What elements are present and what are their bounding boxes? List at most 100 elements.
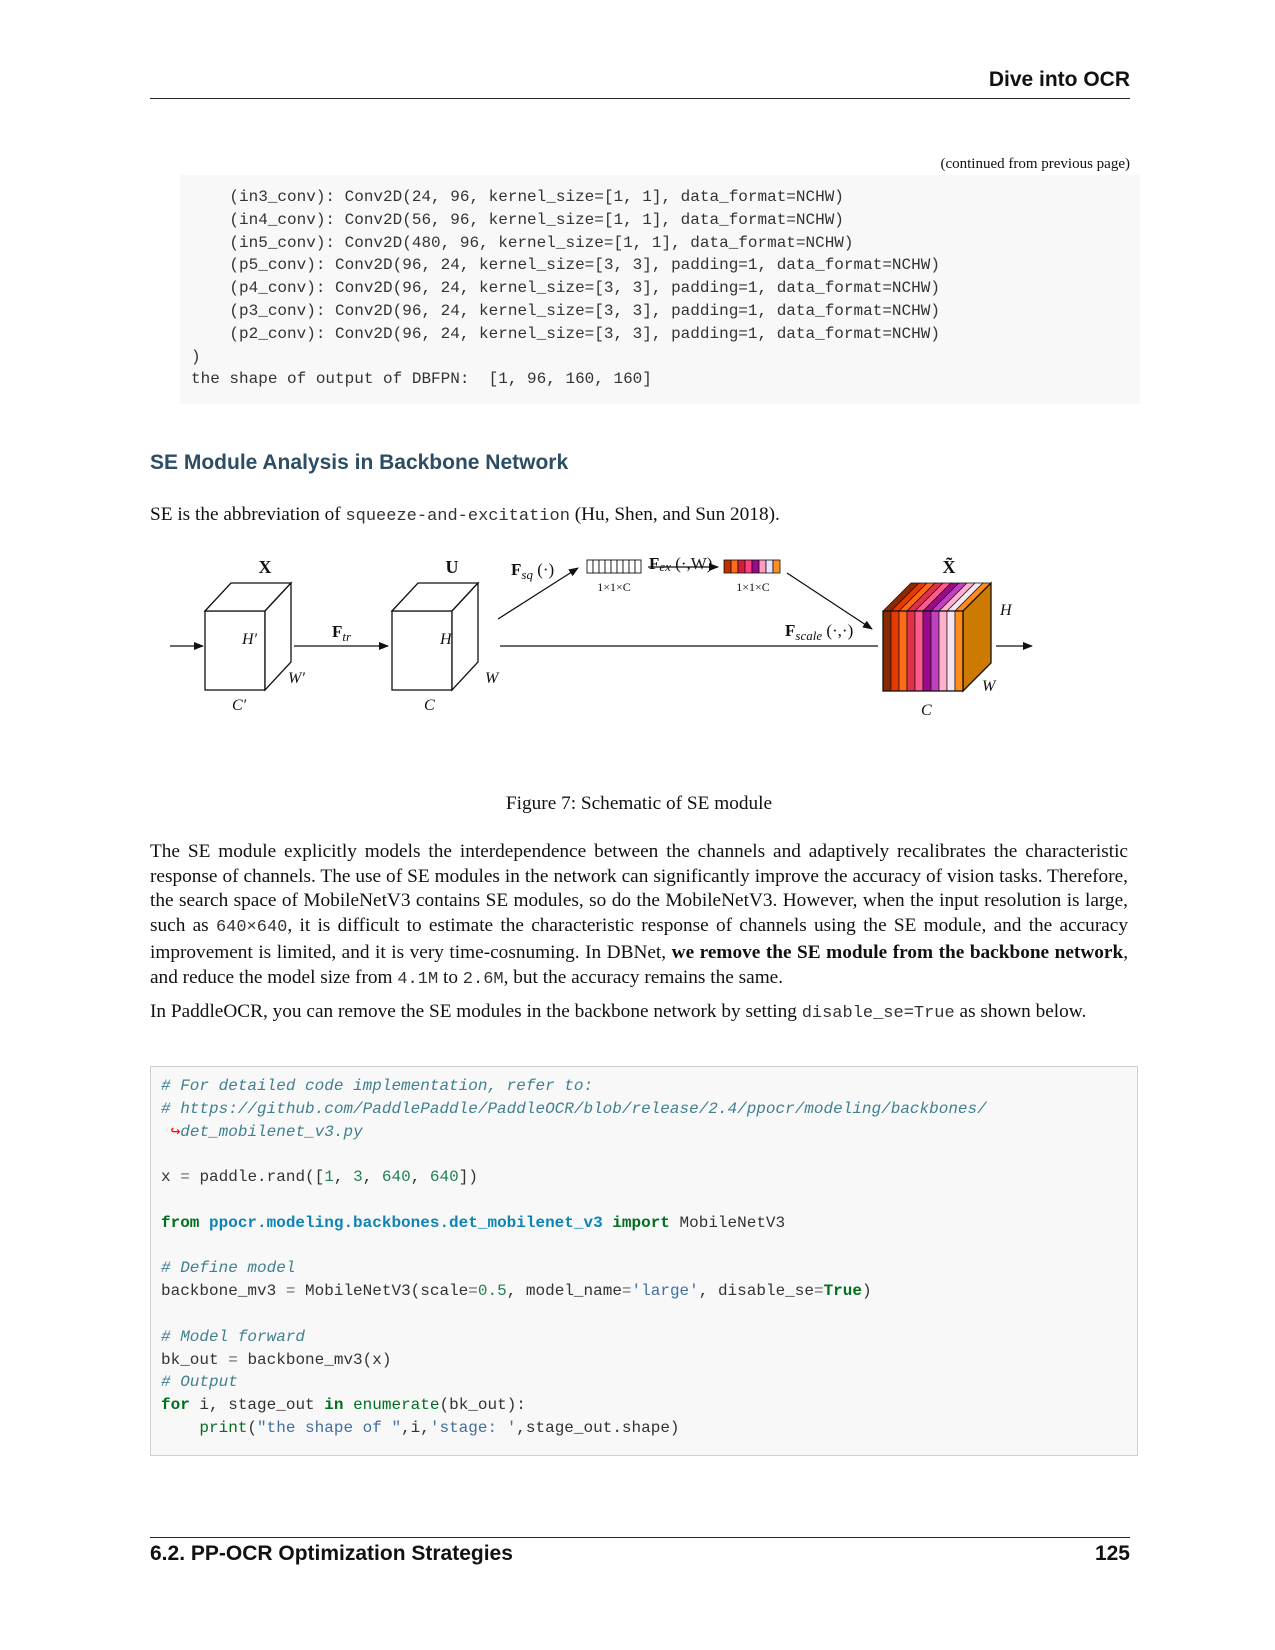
code-token: i, stage_out xyxy=(199,1396,315,1415)
squeeze-cell xyxy=(622,559,630,574)
excitation-vector xyxy=(723,559,781,574)
channel-stripe xyxy=(890,610,900,692)
emphasis: we remove the SE module from the backbon… xyxy=(671,941,1124,963)
channel-stripe xyxy=(930,610,940,692)
label-x-tilde: X̃ xyxy=(943,557,956,577)
code-block-bottom xyxy=(150,1066,1138,1456)
code-token: ) xyxy=(861,1282,872,1301)
scale-arrow xyxy=(786,572,873,630)
code-token: MobileNetV3 xyxy=(679,1213,786,1232)
label-c: C xyxy=(424,697,435,714)
label-w-out: W xyxy=(982,678,997,695)
code-comment: # For detailed code implementation, refe… xyxy=(161,1077,594,1095)
code-comment: # Model forward xyxy=(161,1327,306,1346)
squeezed-vector xyxy=(586,559,642,574)
code-token: (bk_out): xyxy=(439,1396,526,1415)
intro-paragraph: SE is the abbreviation of squeeze-and-ex… xyxy=(150,503,1128,530)
text: In PaddleOCR, you can remove the SE modu… xyxy=(150,1001,802,1022)
label-h-out: H xyxy=(999,602,1013,619)
channel-stripe xyxy=(938,610,948,692)
input-tensor-cube xyxy=(203,581,293,692)
code-token: x xyxy=(161,1168,171,1187)
squeeze-cell xyxy=(592,559,600,574)
excite-cell xyxy=(751,559,760,574)
inline-code: 4.1M xyxy=(397,969,439,989)
excite-cell xyxy=(758,559,767,574)
transformed-tensor-cube xyxy=(390,581,480,692)
code-line: (p2_conv): Conv2D(96, 24, kernel_size=[3… xyxy=(191,324,940,343)
code-block-top xyxy=(180,175,1140,404)
code-token: disable_se xyxy=(717,1282,814,1301)
text: , and reduce the model size from xyxy=(150,941,1129,988)
code-number: 640 xyxy=(381,1168,411,1187)
code-string: "the shape of " xyxy=(257,1418,402,1437)
code-comment: # Define model xyxy=(161,1259,296,1278)
label-c-out: C xyxy=(921,702,932,719)
running-title: Dive into OCR xyxy=(988,68,1130,91)
code-string: 'stage: ' xyxy=(429,1418,517,1437)
squeeze-arrow xyxy=(497,567,579,620)
code-token: ,i, xyxy=(401,1418,430,1437)
page-number: 125 xyxy=(1094,1542,1130,1565)
excite-cell xyxy=(765,559,774,574)
paddleocr-paragraph: In PaddleOCR, you can remove the SE modu… xyxy=(150,1000,1128,1027)
code-keyword: True xyxy=(823,1282,862,1301)
squeeze-cell xyxy=(628,559,636,574)
text: The SE module explicitly models the inte… xyxy=(150,841,1128,937)
footer-rule xyxy=(150,1537,1130,1538)
label-w: W xyxy=(485,670,500,687)
inline-code: 640×640 xyxy=(215,918,288,938)
squeeze-cell xyxy=(616,559,624,574)
code-token: ,stage_out.shape) xyxy=(516,1418,680,1437)
label-u: U xyxy=(446,557,459,577)
intro-text: SE is the abbreviation of xyxy=(150,504,346,525)
code-top-lines: (in3_conv): Conv2D(24, 96, kernel_size=[… xyxy=(191,186,940,391)
code-token: backbone_mv3 xyxy=(161,1282,277,1301)
label-f-sq: Fsq (·) xyxy=(511,560,554,582)
squeeze-cell xyxy=(604,559,612,574)
label-c-prime: C′ xyxy=(232,697,247,714)
code-keyword: from xyxy=(161,1213,200,1232)
code-token: backbone_mv3(x) xyxy=(247,1350,392,1369)
text: , but the accuracy remains the same. xyxy=(503,966,784,988)
code-token: MobileNetV3(scale xyxy=(305,1282,469,1301)
code-token: paddle.rand([ xyxy=(199,1168,325,1187)
code-number: 0.5 xyxy=(477,1282,507,1301)
code-operator: = xyxy=(228,1350,238,1369)
text: to xyxy=(438,966,463,988)
header-rule xyxy=(150,98,1130,99)
label-f-tr: Ftr xyxy=(332,622,352,644)
intro-citation: (Hu, Shen, and Sun 2018). xyxy=(569,504,780,525)
code-keyword: in xyxy=(324,1396,344,1415)
code-operator: = xyxy=(621,1282,632,1301)
code-operator: = xyxy=(285,1282,296,1301)
squeeze-cell xyxy=(586,559,594,574)
inline-code: squeeze-and-excitation xyxy=(345,507,570,526)
footer-section-title: 6.2. PP-OCR Optimization Strategies xyxy=(150,1542,513,1565)
code-line: (p3_conv): Conv2D(96, 24, kernel_size=[3… xyxy=(191,301,940,320)
output-tensor-cube xyxy=(882,581,992,693)
code-line: (in4_conv): Conv2D(56, 96, kernel_size=[… xyxy=(191,210,844,229)
channel-stripe xyxy=(946,610,956,692)
code-line: ) xyxy=(191,347,201,366)
code-line: (in3_conv): Conv2D(24, 96, kernel_size=[… xyxy=(191,188,844,206)
channel-stripe xyxy=(914,610,924,692)
section-heading: SE Module Analysis in Backbone Network xyxy=(150,451,569,474)
label-w-prime: W′ xyxy=(288,670,305,687)
code-token: model_name xyxy=(525,1282,622,1301)
label-h: H xyxy=(439,631,453,648)
excite-cell xyxy=(772,559,781,574)
inline-code: 2.6M xyxy=(462,969,504,989)
code-bottom-lines: # For detailed code implementation, refe… xyxy=(161,1077,987,1437)
code-number: 640 xyxy=(429,1168,459,1187)
code-line: (p4_conv): Conv2D(96, 24, kernel_size=[3… xyxy=(191,279,940,298)
label-f-scale: Fscale (·,·) xyxy=(785,621,853,643)
excite-cell xyxy=(744,559,753,574)
code-comment: # Output xyxy=(161,1373,238,1392)
code-line: the shape of output of DBFPN: [1, 96, 16… xyxy=(191,370,652,389)
code-line: (p5_conv): Conv2D(96, 24, kernel_size=[3… xyxy=(191,256,940,275)
body-paragraph: The SE module explicitly models the inte… xyxy=(150,840,1128,992)
code-builtin: enumerate xyxy=(353,1396,440,1415)
label-dim-excite: 1×1×C xyxy=(736,580,770,594)
excite-cell xyxy=(737,559,746,574)
